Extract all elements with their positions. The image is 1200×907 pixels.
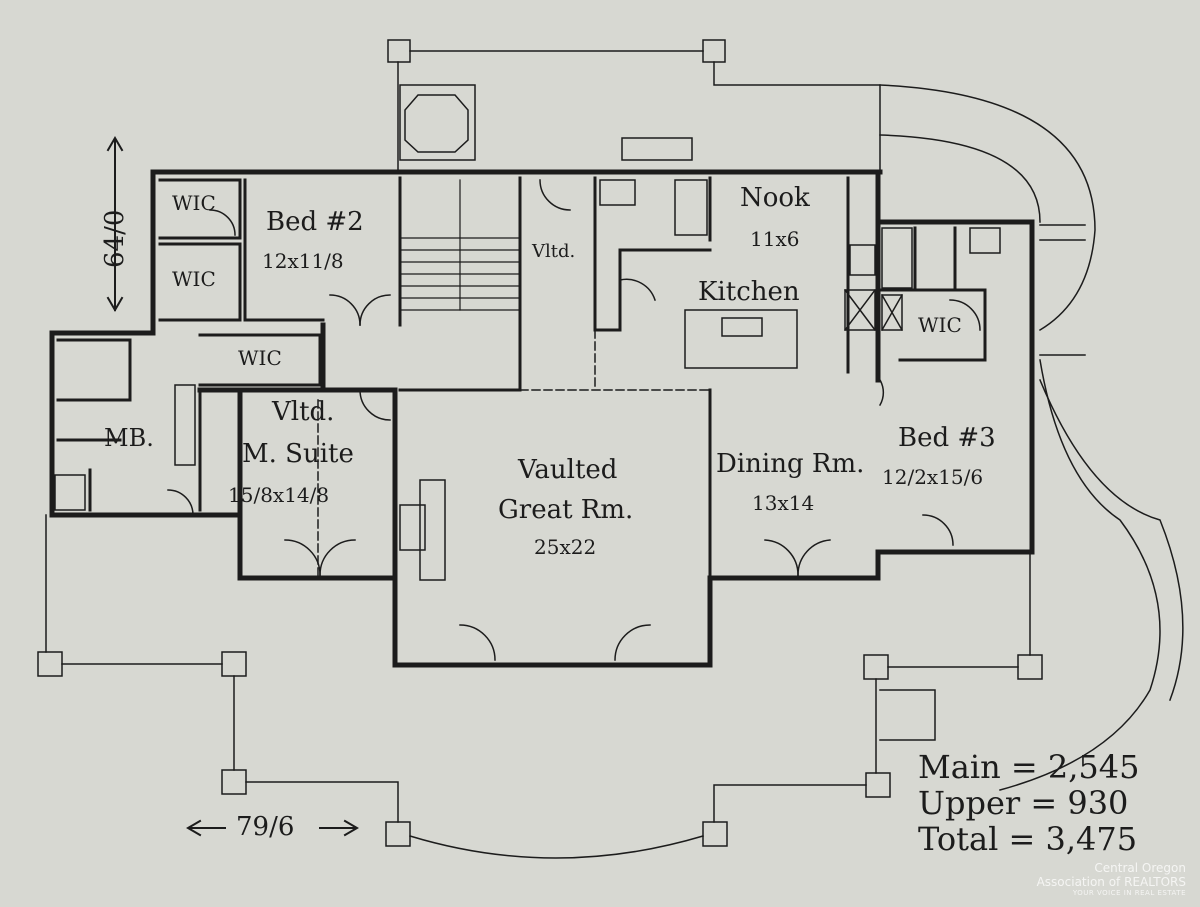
fixtures [54,84,1001,581]
bed2-name: Bed #2 [266,207,364,237]
realtors-watermark: Central Oregon Association of REALTORS Y… [1037,861,1186,897]
main-label: Main [918,748,1001,786]
main-floor-row: Main = 2,545 [918,748,1140,786]
great-room-size: 25x22 [534,535,597,559]
upper-value: = 930 [1030,783,1129,822]
vault-lines [317,329,711,576]
wic-label-3: WIC [238,346,282,370]
main-value: = 2,545 [1010,748,1140,786]
wic-label-4: WIC [918,313,962,337]
dimension-arrows [106,136,359,837]
total-label: Total [918,819,999,858]
upper-label: Upper [918,783,1021,822]
great-room-line2: Great Rm. [498,495,634,525]
great-room-line1: Vaulted [518,455,618,485]
exterior-walls [49,169,1035,668]
total-row: Total = 3,475 [918,819,1139,858]
nook-name: Nook [740,183,810,213]
width-dimension: 79/6 [236,812,295,842]
wic-label-1: WIC [172,191,216,215]
dining-room-size: 13x14 [752,491,815,515]
bed3-name: Bed #3 [898,423,996,453]
total-value: = 3,475 [1008,819,1138,858]
master-bath-label: MB. [104,424,154,452]
kitchen-label: Kitchen [698,277,800,307]
watermark-line-2: Association of REALTORS [1036,875,1186,889]
square-footage-summary: Main = 2,545 Upper = 930 Total = 3,475 [918,748,1140,858]
bed2-size: 12x11/8 [262,249,344,273]
master-suite-line2: M. Suite [242,439,354,469]
door-swings [167,179,981,661]
vaulted-hall-label: Vltd. [532,241,576,262]
master-suite-line1: Vltd. [272,397,335,427]
watermark-line-1: Central Oregon [1094,861,1186,875]
bed3-size: 12/2x15/6 [882,465,984,489]
nook-size: 11x6 [750,227,800,251]
upper-floor-row: Upper = 930 [918,783,1139,822]
dining-room-name: Dining Rm. [716,449,865,479]
master-suite-size: 15/8x14/8 [228,483,330,507]
depth-dimension: 64/0 [100,209,130,268]
watermark-line-3: YOUR VOICE IN REAL ESTATE [1072,889,1186,897]
curved-deck [879,84,1184,791]
wic-label-2: WIC [172,267,216,291]
porch [37,39,1043,859]
stairs [401,179,521,311]
